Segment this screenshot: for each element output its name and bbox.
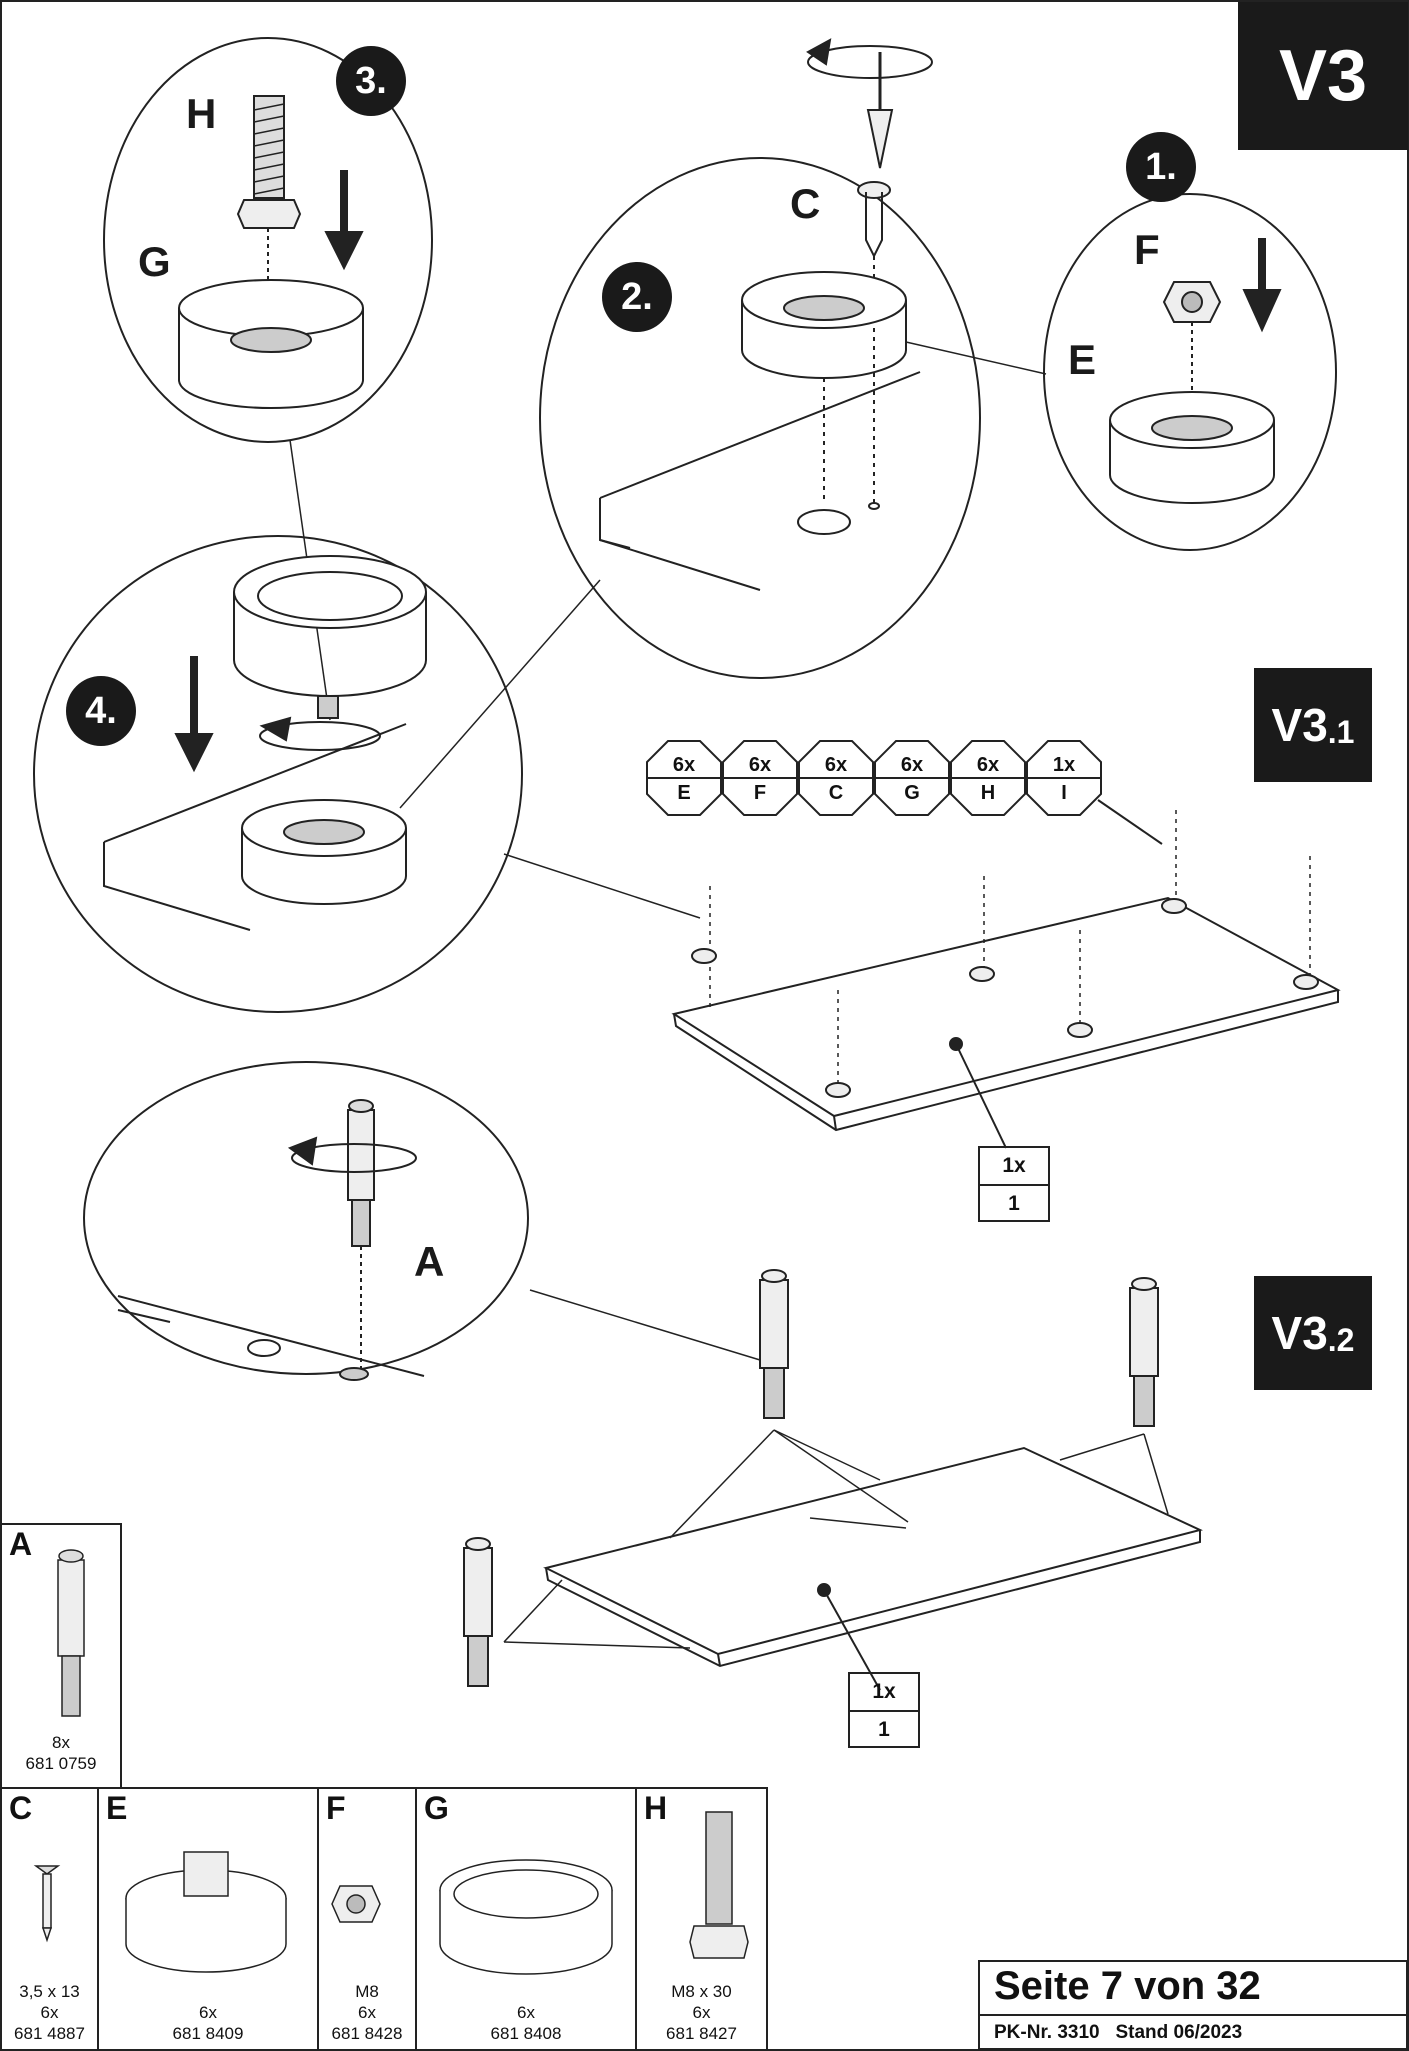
callout-letter-a: A	[414, 1238, 445, 1285]
part-g-number: 681 8408	[490, 2024, 562, 2043]
octagon-qty: 6x	[672, 754, 696, 776]
octagon-part: G	[904, 782, 920, 804]
part-label-a: A	[9, 1526, 33, 1562]
hardware-octagon-f: 6x F	[722, 740, 798, 816]
panel-part: 1	[1008, 1192, 1020, 1215]
part-label-f: F	[326, 1790, 346, 1826]
step-badge-v3: V3	[1238, 2, 1408, 150]
panel-qty: 1x	[850, 1674, 918, 1712]
hardware-octagon-row: 6x E 6x F 6x C 6x G 6x H 1x I	[646, 740, 1116, 820]
step-badge-v3-2-main: V3	[1271, 1307, 1328, 1359]
part-info-a: 8x 681 0759	[1, 1732, 121, 1774]
part-f-number: 681 8428	[331, 2024, 403, 2043]
step-badge-v3-text: V3	[1278, 36, 1368, 116]
part-cell-c: C 3,5 x 13 6x 681 4887	[1, 1788, 98, 2050]
inventory-grid	[0, 1523, 768, 2051]
panel-v3-1	[671, 799, 1341, 1149]
footer-divider	[980, 2014, 1406, 2016]
part-cell-g: G 6x 681 8408	[416, 1788, 636, 2050]
part-a-qty: 8x	[52, 1733, 70, 1752]
page-footer-box: Seite 7 von 32 PK-Nr. 3310 Stand 06/2023	[978, 1960, 1408, 2050]
octagon-part: H	[980, 782, 996, 804]
hardware-octagon-g: 6x G	[874, 740, 950, 816]
octagon-qty: 6x	[900, 754, 924, 776]
callout-letter-e: E	[1068, 336, 1097, 383]
panel-v3-2	[463, 1269, 1203, 1691]
part-f-size: M8	[355, 1982, 379, 2001]
part-info-h: M8 x 30 6x 681 8427	[636, 1981, 767, 2044]
step-badge-v3-1: V3.1	[1254, 668, 1372, 782]
octagon-part: F	[753, 782, 767, 804]
hardware-octagon-h: 6x H	[950, 740, 1026, 816]
part-label-h: H	[644, 1790, 668, 1826]
part-info-g: 6x 681 8408	[416, 2002, 636, 2044]
part-cell-e: E 6x 681 8409	[98, 1788, 318, 2050]
panel-qty: 1x	[980, 1148, 1048, 1186]
panel-part: 1	[878, 1718, 890, 1741]
hardware-octagon-c: 6x C	[798, 740, 874, 816]
part-h-number: 681 8427	[666, 2024, 737, 2043]
octagon-qty: 6x	[976, 754, 1000, 776]
part-drawings	[33, 1549, 749, 1975]
part-label-g: G	[424, 1790, 449, 1826]
part-c-number: 681 4887	[14, 2024, 85, 2043]
detail-bubble-step3	[103, 37, 433, 443]
octagon-part: I	[1061, 782, 1067, 804]
callout-letter-h: H	[186, 90, 217, 137]
octagon-qty: 1x	[1052, 754, 1076, 776]
step-number-2: 2.	[602, 262, 672, 332]
part-a-number: 681 0759	[25, 1754, 97, 1773]
page-number: Seite 7 von 32	[994, 1964, 1261, 2008]
callout-letter-c: C	[790, 180, 821, 227]
step-number-3: 3.	[336, 46, 406, 116]
step-badge-v3-1-suffix: .1	[1327, 713, 1355, 750]
detail-bubble-step1	[1043, 193, 1337, 551]
part-info-c: 3,5 x 13 6x 681 4887	[1, 1981, 98, 2044]
part-g-qty: 6x	[517, 2003, 535, 2022]
detail-bubble-step2	[539, 38, 981, 679]
part-cell-a: A 8x 681 0759	[1, 1524, 121, 1788]
part-cell-f: F M8 6x 681 8428	[318, 1788, 416, 2050]
leader-lines	[289, 341, 1047, 1361]
hardware-octagon-e: 6x E	[646, 740, 722, 816]
detail-bubble-a	[83, 1061, 529, 1381]
panel-qty-box-2: 1x 1	[848, 1672, 920, 1748]
octagon-part: C	[828, 782, 844, 804]
part-label-e: E	[106, 1790, 128, 1826]
part-h-size: M8 x 30	[671, 1982, 732, 2001]
part-c-size: 3,5 x 13	[19, 1982, 80, 2001]
part-c-qty: 6x	[40, 2003, 59, 2022]
hardware-octagon-i: 1x I	[1026, 740, 1102, 816]
octagon-part: E	[677, 782, 691, 804]
part-label-c: C	[9, 1790, 33, 1826]
page-meta: PK-Nr. 3310 Stand 06/2023	[994, 2022, 1243, 2043]
octagon-qty: 6x	[824, 754, 848, 776]
panel-qty-box-1: 1x 1	[978, 1146, 1050, 1222]
step-number-4: 4.	[66, 676, 136, 746]
part-e-qty: 6x	[199, 2003, 217, 2022]
step-badge-v3-2: V3.2	[1254, 1276, 1372, 1390]
callout-letter-f: F	[1134, 226, 1160, 273]
detail-bubble-step4	[33, 535, 523, 1013]
callout-letter-g: G	[138, 238, 171, 285]
part-cell-h: H M8 x 30 6x 681 8427	[636, 1788, 767, 2050]
part-e-number: 681 8409	[172, 2024, 244, 2043]
part-f-qty: 6x	[358, 2003, 376, 2022]
part-info-e: 6x 681 8409	[98, 2002, 318, 2044]
part-h-qty: 6x	[692, 2003, 711, 2022]
octagon-qty: 6x	[748, 754, 772, 776]
step-badge-v3-1-main: V3	[1271, 699, 1328, 751]
step-number-1: 1.	[1126, 132, 1196, 202]
part-info-f: M8 6x 681 8428	[318, 1981, 416, 2044]
step-badge-v3-2-suffix: .2	[1327, 1321, 1355, 1358]
